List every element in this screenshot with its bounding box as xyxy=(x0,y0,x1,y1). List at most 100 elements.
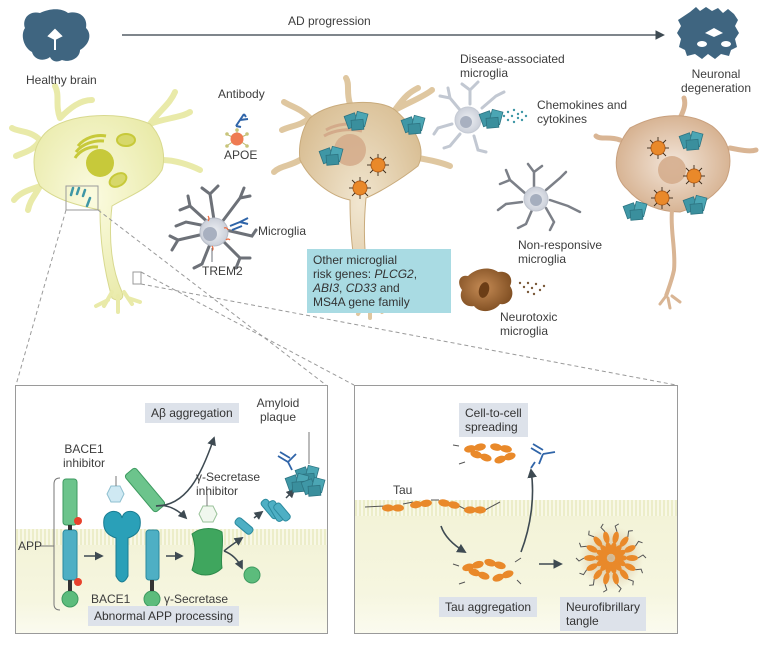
neurotoxic-microglia-label: Neurotoxic microglia xyxy=(500,310,557,338)
app-label: APP xyxy=(18,539,43,553)
ad-progression-label: AD progression xyxy=(288,14,371,28)
risk-text: , xyxy=(339,281,346,295)
tau-aggregate xyxy=(452,557,522,585)
antibody-icon xyxy=(530,443,556,469)
antibody-icon xyxy=(277,451,297,471)
bace1-enzyme xyxy=(103,510,141,583)
label-line: inhibitor xyxy=(62,456,106,470)
tau-diagram xyxy=(364,442,647,593)
label-line: degeneration xyxy=(680,81,752,95)
cell-to-cell-spreading-tag: Cell-to-cell spreading xyxy=(459,403,528,437)
label-line: spreading xyxy=(465,420,518,434)
tangle-tau-filament xyxy=(614,558,644,574)
tangle-tau-filament xyxy=(602,561,612,593)
label-line: microglia xyxy=(500,324,549,338)
gamma-secretase-inhibitor-icon xyxy=(198,505,218,523)
tangle-tau-filament xyxy=(578,542,608,558)
risk-line: Other microglial xyxy=(313,253,398,267)
risk-genes-box: Other microglial risk genes: PLCG2, ABI3… xyxy=(307,249,451,313)
antibody-icon xyxy=(229,217,249,231)
neurofibrillary-tangle-tag: Neurofibrillary tangle xyxy=(560,597,647,631)
tangle-tau-filament xyxy=(614,540,643,558)
label-line: microglia xyxy=(460,66,509,80)
risk-text: , xyxy=(413,267,418,281)
gene-cd33: CD33 xyxy=(345,281,377,295)
label-line: microglia xyxy=(518,252,567,266)
label-line: Cell-to-cell xyxy=(465,406,522,420)
axon-region-box xyxy=(132,271,142,285)
neurofibrillary-tangle-icon xyxy=(575,523,647,593)
degenerating-neuron xyxy=(593,95,759,310)
label-line: Neuronal xyxy=(691,67,741,81)
abeta-monomer xyxy=(234,517,254,535)
label-line: γ-Secretase xyxy=(196,470,261,484)
tangle-tau-filament xyxy=(588,530,610,556)
neurotoxic-microglia xyxy=(459,268,546,312)
bace1-inhibitor-label: BACE1 inhibitor xyxy=(54,442,114,470)
label-line: BACE1 xyxy=(64,442,104,456)
risk-line: MS4A gene family xyxy=(313,295,410,309)
apoe-icon xyxy=(225,128,249,148)
gene-abi3: ABI3 xyxy=(313,281,340,295)
tau-monomer xyxy=(364,498,501,514)
risk-text: and xyxy=(376,281,400,295)
app-protein xyxy=(61,478,82,608)
app-bracket xyxy=(53,477,61,611)
chemokines-label: Chemokines and cytokines xyxy=(537,98,627,126)
tau-label: Tau xyxy=(393,483,413,497)
tangle-tau-filament xyxy=(612,560,634,586)
tau-aggregation-tag: Tau aggregation xyxy=(439,597,538,617)
antibody-icon xyxy=(235,113,249,128)
zoom-region-box xyxy=(65,185,99,211)
abeta-fragment xyxy=(124,467,166,513)
membrane xyxy=(355,500,677,516)
gamma-secretase-label: γ-Secretase xyxy=(164,592,229,606)
label-line: cytokines xyxy=(537,112,588,126)
disease-associated-microglia-label: Disease-associated microglia xyxy=(460,52,565,80)
abnormal-app-processing-tag: Abnormal APP processing xyxy=(88,606,240,626)
zoom-connector-lines xyxy=(15,209,677,386)
gamma-secretase-enzyme xyxy=(191,528,224,576)
chemokine-dots xyxy=(502,108,528,124)
tau-spreading-aggregate xyxy=(452,442,517,465)
disease-associated-microglia xyxy=(432,80,528,154)
app-processing-panel: Aβ aggregation Amyloid plaque BACE1 inhi… xyxy=(15,385,328,634)
risk-text: risk genes: xyxy=(313,267,375,281)
tangle-tau-filament xyxy=(610,523,620,555)
abeta-oligomer xyxy=(260,498,291,522)
tangle-tau-filament xyxy=(579,558,608,576)
risk-line: risk genes: PLCG2, xyxy=(313,267,445,281)
apoe-label: APOE xyxy=(224,148,258,162)
neuronal-degeneration-label: Neuronal degeneration xyxy=(676,67,756,95)
app-processing-diagram xyxy=(40,432,326,611)
non-responsive-microglia xyxy=(496,162,582,232)
aicd-fragment xyxy=(243,566,261,584)
label-line: plaque xyxy=(259,410,297,424)
label-line: inhibitor xyxy=(196,484,239,498)
abeta-aggregation-tag: Aβ aggregation xyxy=(145,403,239,423)
label-line: tangle xyxy=(566,614,599,628)
label-line: Disease-associated xyxy=(460,52,565,66)
label-line: Non-responsive xyxy=(518,238,603,252)
microglia-label: Microglia xyxy=(258,224,307,238)
healthy-brain-label: Healthy brain xyxy=(26,73,97,87)
amyloid-plaque-label: Amyloid plaque xyxy=(248,396,308,424)
label-line: Amyloid xyxy=(256,396,300,410)
tau-panel: Cell-to-cell spreading Tau Tau aggregati… xyxy=(354,385,678,634)
gene-plcg2: PLCG2 xyxy=(374,267,414,281)
gamma-secretase-inhibitor-label: γ-Secretase inhibitor xyxy=(196,470,260,498)
non-responsive-microglia-label: Non-responsive microglia xyxy=(518,238,602,266)
bace1-label: BACE1 xyxy=(91,592,131,606)
risk-line: ABI3, CD33 and xyxy=(313,281,445,295)
degenerated-brain-icon xyxy=(677,7,739,59)
label-line: Chemokines and xyxy=(537,98,628,112)
tangle-tau-filament xyxy=(589,560,610,586)
antibody-label: Antibody xyxy=(218,87,265,101)
bace1-inhibitor-icon xyxy=(106,485,125,503)
label-line: Neurotoxic xyxy=(500,310,558,324)
microglia-cell xyxy=(168,184,258,270)
label-line: Neurofibrillary xyxy=(566,600,641,614)
healthy-neuron xyxy=(9,83,203,314)
trem2-label: TREM2 xyxy=(202,264,243,278)
